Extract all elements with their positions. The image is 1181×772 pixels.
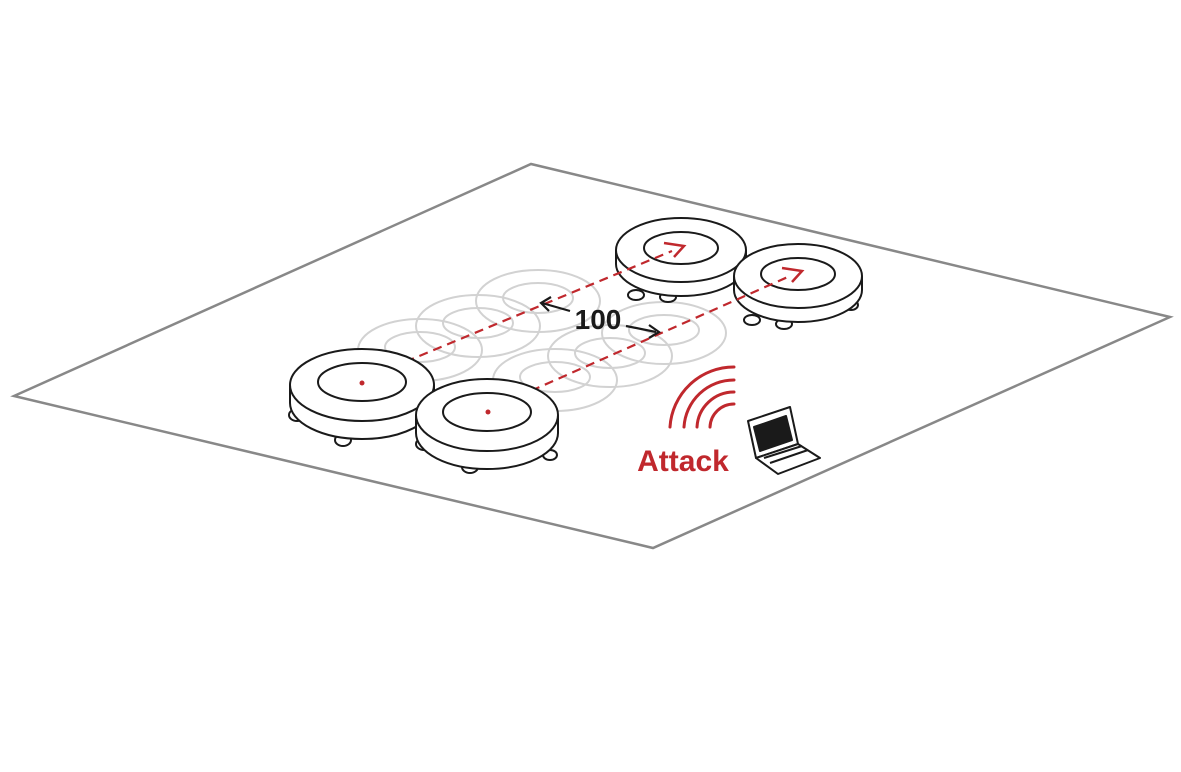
attack-label: Attack <box>637 445 729 478</box>
trajectory-paths <box>363 249 791 411</box>
laptop-icon <box>747 406 821 475</box>
trajectory-upper <box>363 249 673 381</box>
robot-vacuum-icon <box>288 348 435 447</box>
robot-vacuum-icon <box>415 378 559 474</box>
trajectory-arrowheads <box>663 241 805 283</box>
arrowhead-upper <box>663 241 687 258</box>
trajectory-lower <box>489 274 791 411</box>
distance-arrows <box>539 296 662 339</box>
robot-vacuum-icon <box>615 217 747 303</box>
distance-label: 100 <box>575 304 622 335</box>
arrowhead-lower <box>781 266 805 283</box>
wireless-signal-icon <box>668 365 736 429</box>
ghost-robot <box>547 324 673 388</box>
